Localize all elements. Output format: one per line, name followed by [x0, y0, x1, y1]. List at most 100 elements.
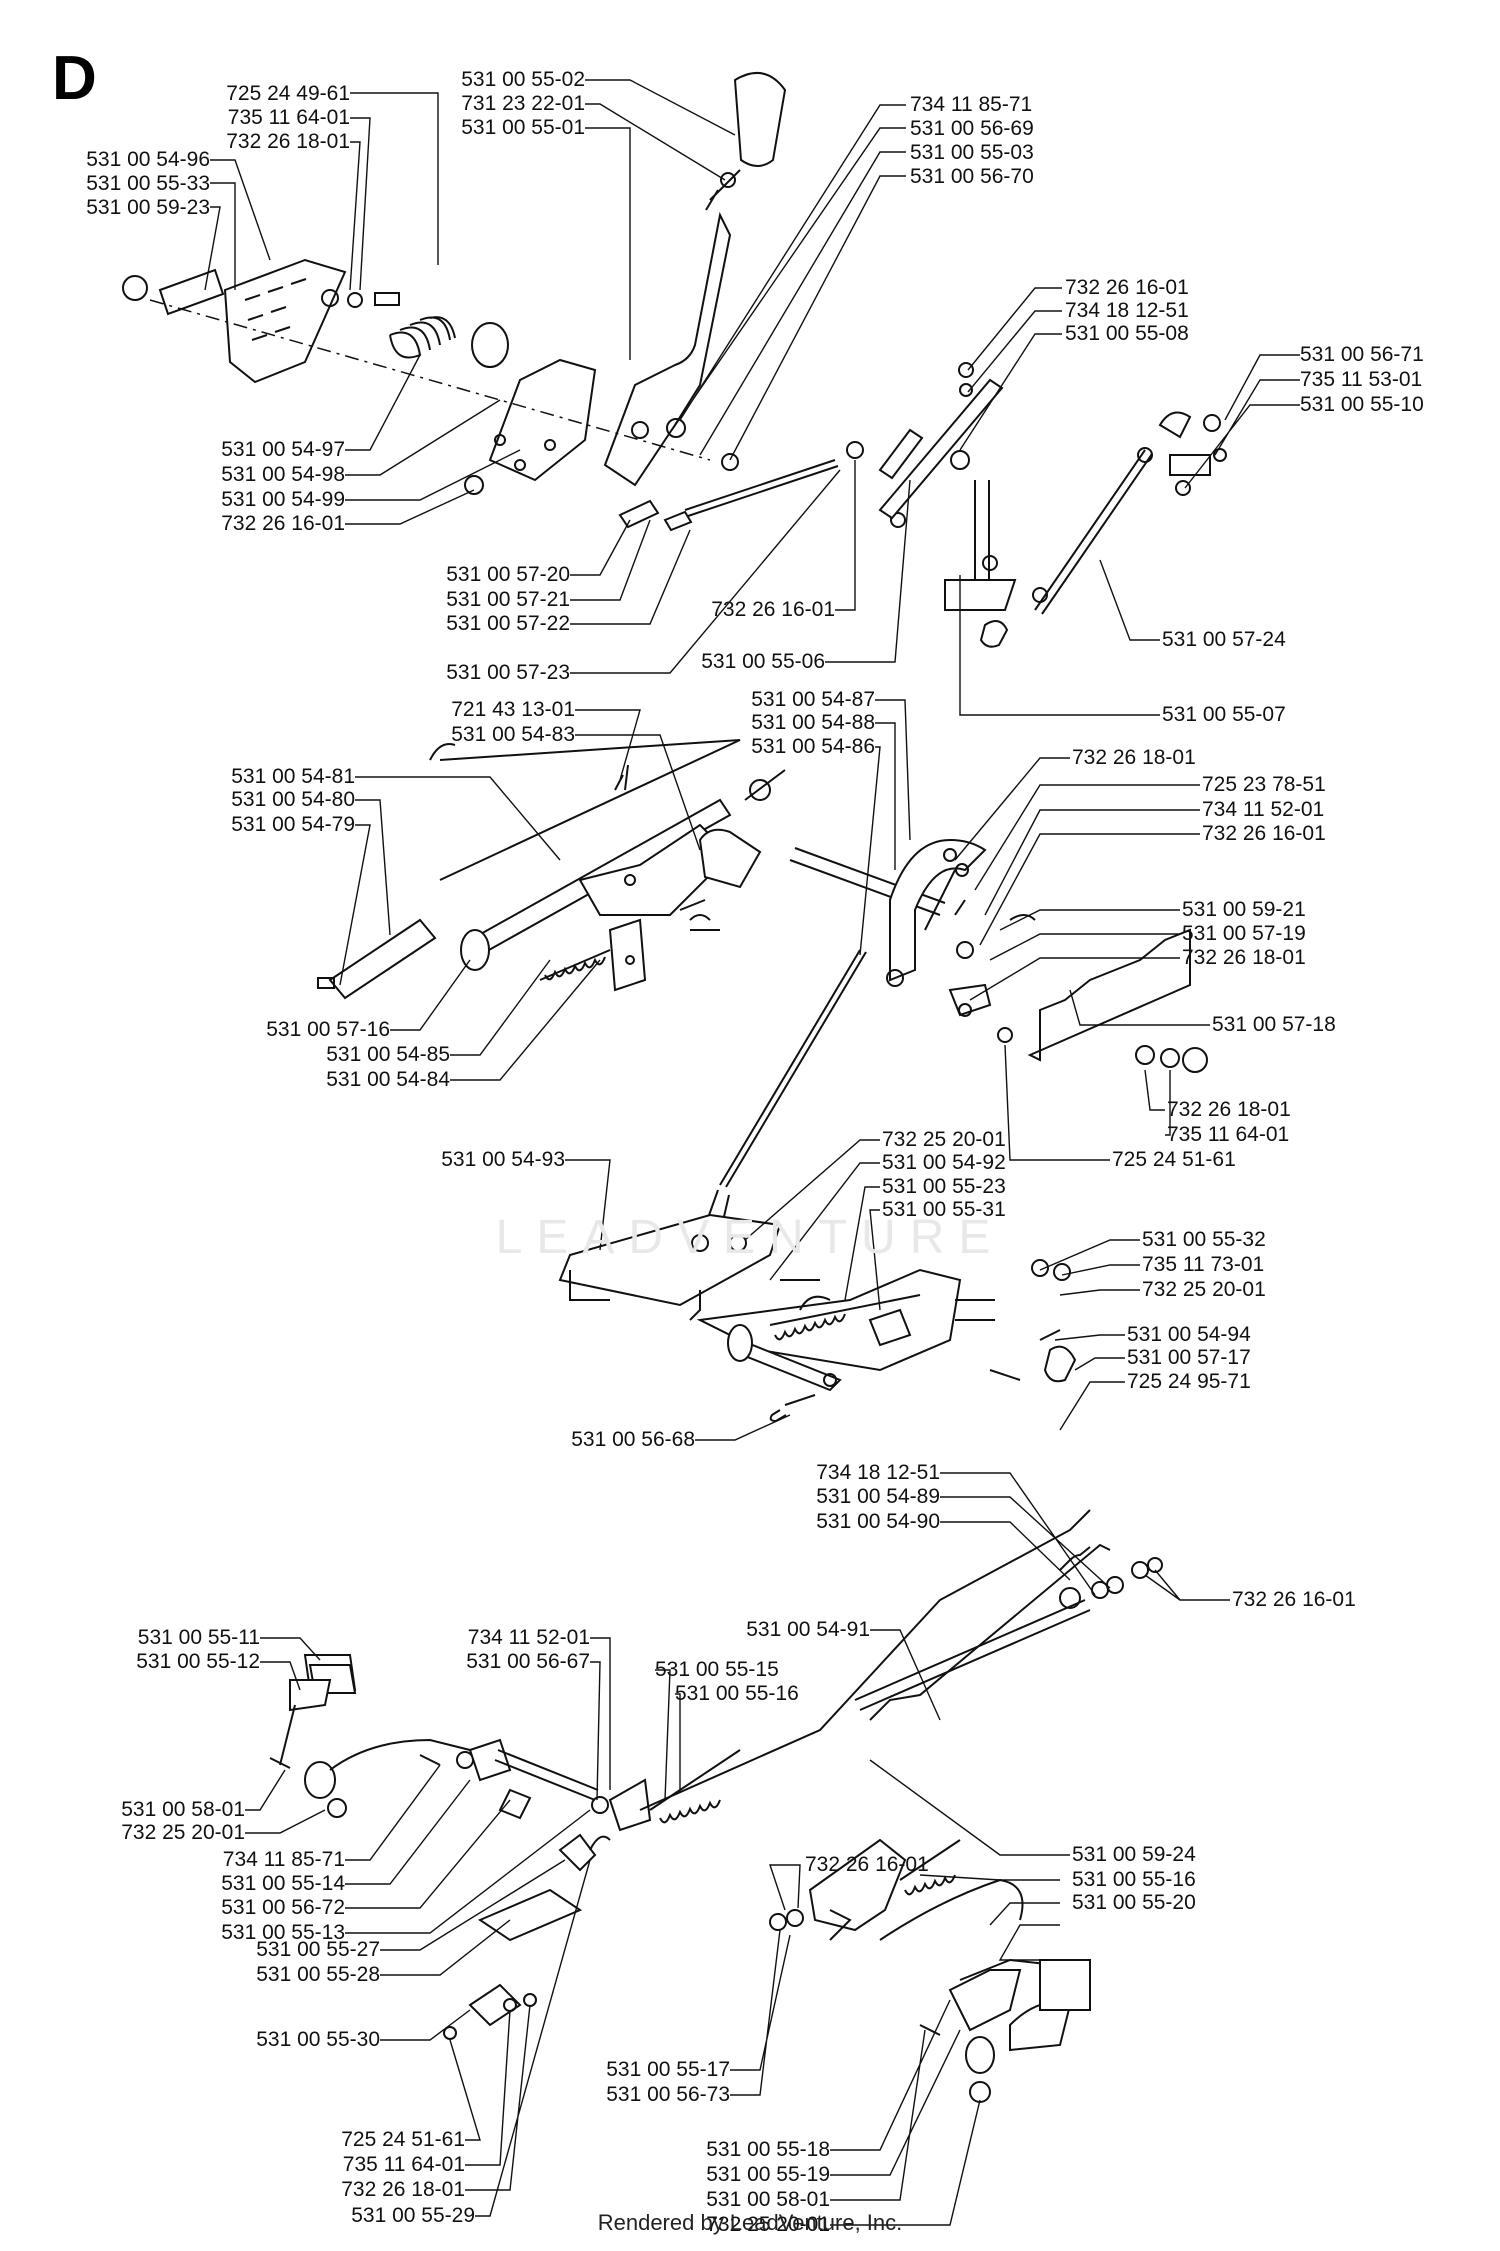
part-callout[interactable]: 725 24 49-61 [226, 82, 350, 105]
part-callout[interactable]: 531 00 58-01 [121, 1798, 245, 1821]
part-callout[interactable]: 734 11 85-71 [222, 1848, 345, 1871]
part-callout[interactable]: 531 00 54-90 [816, 1510, 940, 1533]
part-callout[interactable]: 531 00 57-18 [1212, 1013, 1336, 1036]
part-callout[interactable]: 531 00 56-69 [910, 117, 1034, 140]
part-callout[interactable]: 531 00 57-17 [1127, 1346, 1251, 1369]
part-callout[interactable]: 531 00 55-08 [1065, 322, 1189, 345]
part-callout[interactable]: 731 23 22-01 [461, 92, 585, 115]
part-callout[interactable]: 732 25 20-01 [1142, 1278, 1266, 1301]
part-callout[interactable]: 531 00 55-16 [1072, 1868, 1196, 1891]
lift-assembly-drawing [558, 1213, 1077, 1423]
part-callout[interactable]: 531 00 55-30 [256, 2028, 380, 2051]
part-callout[interactable]: 732 26 18-01 [1182, 946, 1306, 969]
part-callout[interactable]: 531 00 54-93 [441, 1148, 565, 1171]
part-callout[interactable]: 734 18 12-51 [816, 1461, 940, 1484]
part-callout[interactable]: 531 00 54-85 [326, 1043, 450, 1066]
part-callout[interactable]: 531 00 59-24 [1072, 1843, 1196, 1866]
part-callout[interactable]: 732 26 16-01 [221, 512, 345, 535]
part-callout[interactable]: 531 00 54-97 [221, 438, 345, 461]
part-callout[interactable]: 531 00 55-07 [1162, 703, 1286, 726]
part-callout[interactable]: 735 11 64-01 [227, 106, 350, 129]
part-callout[interactable]: 531 00 54-81 [231, 765, 355, 788]
part-callout[interactable]: 732 26 16-01 [805, 1853, 929, 1876]
part-callout[interactable]: 531 00 54-99 [221, 488, 345, 511]
part-callout[interactable]: 531 00 55-28 [256, 1963, 380, 1986]
part-callout[interactable]: 732 25 20-01 [706, 2213, 830, 2236]
part-callout[interactable]: 531 00 54-79 [231, 813, 355, 836]
part-callout[interactable]: 531 00 54-96 [86, 148, 210, 171]
part-callout[interactable]: 531 00 55-17 [606, 2058, 730, 2081]
part-callout[interactable]: 531 00 57-23 [446, 661, 570, 684]
part-callout[interactable]: 531 00 54-94 [1127, 1323, 1251, 1346]
part-callout[interactable]: 732 26 18-01 [1167, 1098, 1291, 1121]
part-callout[interactable]: 531 00 55-11 [137, 1626, 260, 1649]
part-callout[interactable]: 732 26 16-01 [1065, 276, 1189, 299]
part-callout[interactable]: 531 00 55-02 [461, 68, 585, 91]
part-callout[interactable]: 531 00 55-20 [1072, 1891, 1196, 1914]
part-callout[interactable]: 732 26 18-01 [341, 2178, 465, 2201]
part-callout[interactable]: 735 11 53-01 [1300, 368, 1423, 391]
part-callout[interactable]: 721 43 13-01 [451, 698, 575, 721]
part-callout[interactable]: 531 00 55-01 [461, 116, 585, 139]
part-callout[interactable]: 531 00 54-98 [221, 463, 345, 486]
part-callout[interactable]: 531 00 55-31 [882, 1198, 1006, 1221]
part-callout[interactable]: 531 00 57-19 [1182, 922, 1306, 945]
part-callout[interactable]: 732 26 18-01 [1072, 746, 1196, 769]
part-callout[interactable]: 734 11 52-01 [1202, 798, 1325, 821]
part-callout[interactable]: 735 11 64-01 [1167, 1123, 1290, 1146]
part-callout[interactable]: 734 11 85-71 [910, 93, 1033, 116]
part-callout[interactable]: 531 00 55-16 [675, 1682, 799, 1705]
part-callout[interactable]: 732 26 16-01 [1202, 822, 1326, 845]
part-callout[interactable]: 531 00 57-21 [446, 588, 570, 611]
part-callout[interactable]: 531 00 56-73 [606, 2083, 730, 2106]
part-callout[interactable]: 531 00 55-10 [1300, 393, 1424, 416]
part-callout[interactable]: 531 00 56-70 [910, 165, 1034, 188]
part-callout[interactable]: 732 26 18-01 [226, 130, 350, 153]
part-callout[interactable]: 531 00 55-23 [882, 1175, 1006, 1198]
part-callout[interactable]: 531 00 55-19 [706, 2163, 830, 2186]
part-callout[interactable]: 531 00 57-24 [1162, 628, 1286, 651]
part-callout[interactable]: 725 23 78-51 [1202, 773, 1326, 796]
part-callout[interactable]: 734 18 12-51 [1065, 299, 1189, 322]
part-callout[interactable]: 531 00 55-18 [706, 2138, 830, 2161]
part-callout[interactable]: 531 00 55-32 [1142, 1228, 1266, 1251]
part-callout[interactable]: 531 00 55-33 [86, 172, 210, 195]
part-callout[interactable]: 725 24 51-61 [1112, 1148, 1236, 1171]
part-callout[interactable]: 732 25 20-01 [882, 1128, 1006, 1151]
part-callout[interactable]: 725 24 95-71 [1127, 1370, 1251, 1393]
part-callout[interactable]: 531 00 54-83 [451, 723, 575, 746]
part-callout[interactable]: 531 00 55-14 [221, 1872, 345, 1895]
part-callout[interactable]: 531 00 54-84 [326, 1068, 450, 1091]
part-callout[interactable]: 531 00 54-92 [882, 1151, 1006, 1174]
part-callout[interactable]: 531 00 59-23 [86, 196, 210, 219]
part-callout[interactable]: 531 00 55-12 [136, 1650, 260, 1673]
part-callout[interactable]: 732 26 16-01 [711, 598, 835, 621]
part-callout[interactable]: 732 26 16-01 [1232, 1588, 1356, 1611]
part-callout[interactable]: 735 11 64-01 [342, 2153, 465, 2176]
part-callout[interactable]: 531 00 55-13 [221, 1921, 345, 1944]
part-callout[interactable]: 531 00 56-68 [571, 1428, 695, 1451]
part-callout[interactable]: 734 11 52-01 [467, 1626, 590, 1649]
part-callout[interactable]: 531 00 56-67 [466, 1650, 590, 1673]
part-callout[interactable]: 531 00 55-29 [351, 2204, 475, 2227]
part-callout[interactable]: 531 00 55-27 [256, 1938, 380, 1961]
part-callout[interactable]: 531 00 54-86 [751, 735, 875, 758]
part-callout[interactable]: 531 00 54-87 [751, 688, 875, 711]
part-callout[interactable]: 531 00 56-72 [221, 1896, 345, 1919]
part-callout[interactable]: 531 00 57-16 [266, 1018, 390, 1041]
part-callout[interactable]: 732 25 20-01 [121, 1821, 245, 1844]
part-callout[interactable]: 531 00 55-03 [910, 141, 1034, 164]
part-callout[interactable]: 531 00 59-21 [1182, 898, 1306, 921]
part-callout[interactable]: 531 00 57-22 [446, 612, 570, 635]
part-callout[interactable]: 531 00 55-06 [701, 650, 825, 673]
part-callout[interactable]: 531 00 56-71 [1300, 343, 1424, 366]
part-callout[interactable]: 531 00 54-89 [816, 1485, 940, 1508]
part-callout[interactable]: 531 00 58-01 [706, 2188, 830, 2211]
part-callout[interactable]: 735 11 73-01 [1142, 1253, 1265, 1276]
part-callout[interactable]: 531 00 55-15 [655, 1658, 779, 1681]
part-callout[interactable]: 531 00 54-88 [751, 711, 875, 734]
part-callout[interactable]: 531 00 57-20 [446, 563, 570, 586]
part-callout[interactable]: 725 24 51-61 [341, 2128, 465, 2151]
part-callout[interactable]: 531 00 54-91 [746, 1618, 870, 1641]
part-callout[interactable]: 531 00 54-80 [231, 788, 355, 811]
